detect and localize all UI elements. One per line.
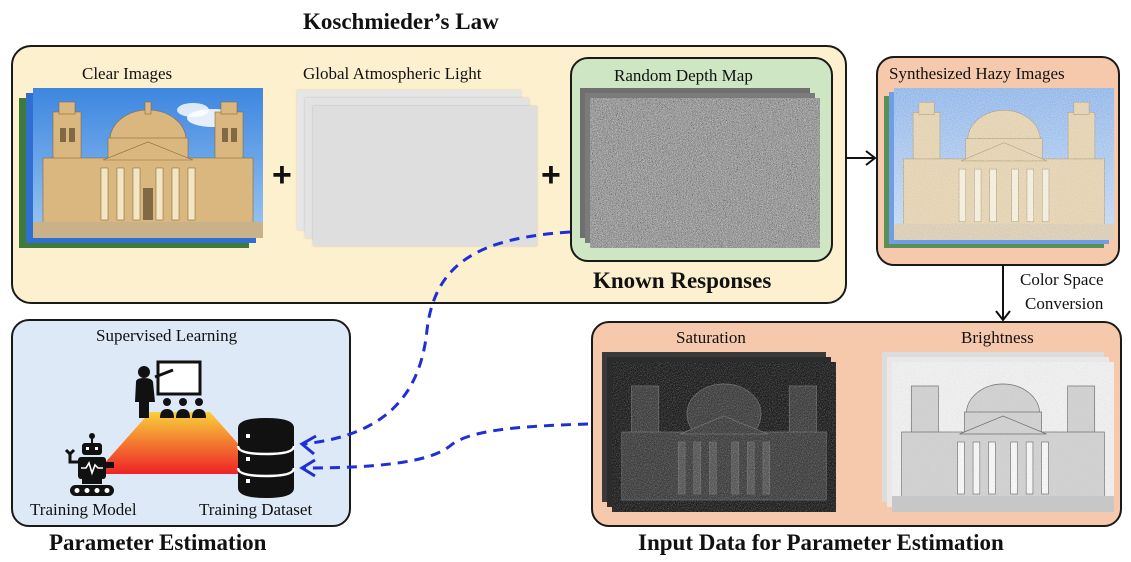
supervised-learning-label: Supervised Learning (96, 326, 238, 345)
learning-gradient (95, 412, 265, 474)
hazy-images-stack (884, 88, 1116, 256)
dashed-arrow-input-to-dataset (302, 422, 589, 470)
saturation-image (612, 362, 836, 512)
training-model-label: Training Model (30, 500, 137, 519)
random-depth-map-image (590, 98, 820, 248)
parameter-estimation-title: Parameter Estimation (49, 530, 267, 555)
database-icon (236, 418, 296, 498)
synth-hazy-label: Synthesized Hazy Images (889, 64, 1065, 83)
robot-icon (64, 433, 114, 496)
teacher-icon (135, 360, 206, 418)
clear-images-stack (19, 88, 265, 258)
saturation-label: Saturation (676, 328, 746, 347)
plus-sign-2: + (541, 156, 561, 194)
dashed-arrow-depth-to-dataset (302, 230, 571, 446)
hazy-building-image (894, 88, 1114, 240)
input-data-title: Input Data for Parameter Estimation (638, 530, 1004, 555)
clear-building-image (33, 88, 263, 238)
brightness-image (892, 362, 1114, 512)
clear-images-label: Clear Images (82, 64, 173, 83)
known-responses-title: Known Responses (593, 268, 772, 293)
plus-sign-1: + (272, 156, 292, 194)
brightness-label: Brightness (961, 328, 1034, 347)
color-space-label-1: Color Space (1020, 270, 1104, 289)
color-space-label-2: Conversion (1025, 294, 1104, 313)
training-dataset-label: Training Dataset (199, 500, 313, 519)
saturation-stack (602, 352, 842, 520)
random-depth-stack (580, 88, 826, 254)
random-depth-label: Random Depth Map (614, 66, 753, 85)
global-light-label: Global Atmospheric Light (303, 64, 482, 83)
arrow-to-hazy (846, 150, 877, 166)
koschmieder-title: Koschmieder’s Law (303, 9, 499, 34)
global-light-stack (297, 90, 543, 252)
arrow-color-conversion (995, 265, 1011, 322)
global-light-image (313, 106, 537, 246)
brightness-stack (882, 352, 1118, 520)
